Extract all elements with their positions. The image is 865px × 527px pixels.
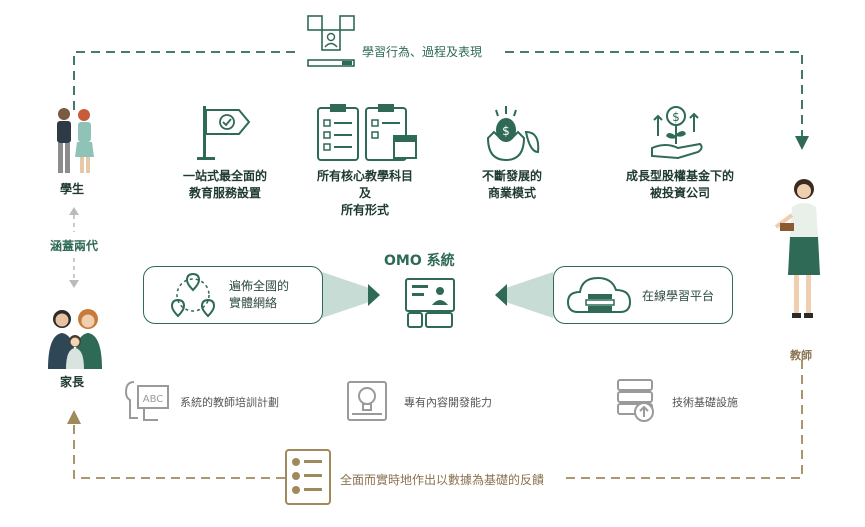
svg-text:$: $ [672, 110, 680, 124]
physical-network-label: 遍佈全國的 實體網絡 [229, 279, 290, 310]
bottom-flow-label: 全面而實時地作出以數據為基礎的反饋 [340, 473, 545, 487]
parents-icon [44, 305, 106, 371]
investment-icon: $ [648, 104, 706, 162]
feature-label-3: 不斷發展的 商業模式 [481, 169, 542, 200]
feature-label-1: 一站式最全面的 教育服務設置 [182, 169, 267, 200]
svg-text:$: $ [502, 124, 510, 138]
omo-devices-icon [402, 275, 458, 329]
teacher-label: 教師 [790, 349, 812, 362]
capability-label-3: 技術基礎設施 [672, 396, 738, 409]
flag-icon [197, 102, 255, 162]
checklist-icon [316, 102, 422, 164]
network-nodes-icon [170, 272, 216, 318]
svg-text:ABC: ABC [143, 394, 164, 405]
student-label: 學生 [60, 182, 85, 196]
learning-behavior-icon [304, 12, 358, 74]
egg-icon: $ [482, 102, 544, 162]
top-flow-label: 學習行為、過程及表現 [362, 45, 483, 59]
capability-label-1: 系統的教師培訓計劃 [180, 396, 279, 409]
online-platform-label: 在線學習平台 [642, 289, 715, 303]
down-arrow-icon [795, 136, 809, 150]
feedback-report-icon [284, 448, 332, 506]
omo-title: OMO 系統 [384, 253, 455, 269]
tech-infrastructure-icon [614, 376, 660, 424]
online-platform-box [553, 266, 733, 324]
content-development-icon [344, 378, 390, 424]
physical-network-box [143, 266, 323, 324]
feature-label-4: 成長型股權基金下的 被投資公司 [625, 169, 734, 200]
teacher-icon [770, 175, 830, 325]
cloud-books-icon [566, 272, 634, 318]
teacher-training-icon: ABC [124, 378, 170, 424]
feature-label-2: 所有核心教學科目 及 所有形式 [316, 169, 413, 217]
students-icon [50, 105, 100, 177]
up-arrow-icon [67, 410, 81, 424]
capability-label-2: 專有內容開發能力 [404, 396, 492, 409]
generations-label: 涵蓋兩代 [50, 239, 99, 253]
parent-label: 家長 [60, 375, 85, 389]
